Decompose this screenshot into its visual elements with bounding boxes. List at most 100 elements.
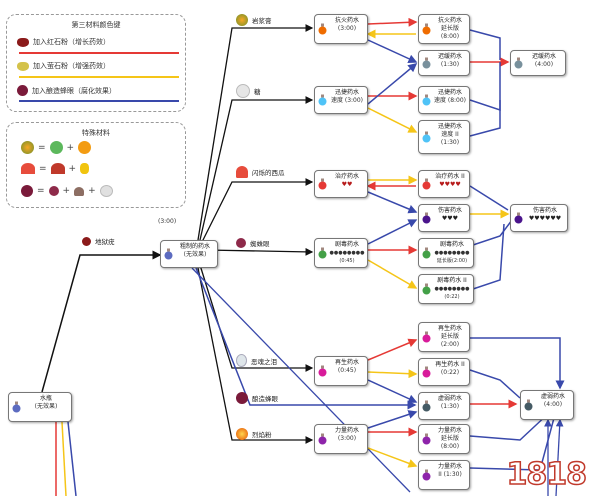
equals-symbol: = (38, 142, 46, 153)
node-weakness: 虚弱药水 (1:30) (418, 392, 470, 420)
node-detail: (4:00) (534, 61, 554, 68)
node-detail: 延长版(8:00) (440, 25, 460, 40)
node-title: 迅捷药水 (437, 123, 462, 130)
potion-bottle-icon (318, 23, 327, 35)
legend-glowstone-line (19, 76, 179, 78)
fermented-eye-icon (17, 85, 28, 96)
potion-bottle-icon (318, 247, 327, 259)
potion-bottle-icon (12, 401, 21, 413)
plus-symbol-3: + (62, 186, 71, 196)
watermark-logo: 1818 (506, 456, 588, 493)
node-title: 迟缓药水 (531, 53, 556, 60)
node-title: 剧毒药水 (334, 241, 359, 248)
legend-fermented: 加入酿造蜂眼（腐化效果） (17, 85, 116, 96)
node-title: 伤害药水 (532, 207, 557, 214)
ingredient-blaze-powder: 烈焰粉 (236, 428, 272, 440)
node-detail: (无效果) (183, 251, 207, 258)
potion-bottle-icon (422, 131, 431, 143)
ingredient-sugar: 糖 (236, 84, 261, 98)
node-detail: ♥♥♥♥♥♥ (528, 215, 562, 222)
magma-cream-icon (236, 14, 248, 26)
fermented-spider-eye-icon (21, 185, 33, 197)
node-healing: 治疗药水 ♥♥ (314, 170, 368, 198)
node-title: 虚弱药水 (540, 393, 565, 400)
sugar-label: 糖 (254, 88, 261, 96)
node-detail: ●●●●●●●● (0:22) (434, 286, 470, 300)
legend-third-title: 第三材料颜色键 (71, 21, 121, 29)
equals-symbol-3: = (37, 186, 45, 196)
node-awkward-potion: 粗制的药水 (无效果) (160, 240, 218, 268)
node-title: 伤害药水 (437, 207, 462, 214)
ingredient-spider-eye: 蜘蛛眼 (236, 238, 270, 248)
glistering-melon-icon (236, 166, 248, 178)
legend-fermented-label: 加入酿造蜂眼（腐化效果） (32, 86, 116, 95)
node-water-bottle: 水瓶 (无效果) (8, 392, 72, 422)
node-title: 迅捷药水 (437, 89, 462, 96)
node-title: 治疗药水 II (435, 173, 465, 180)
ghast-tear-icon (236, 354, 247, 367)
node-swiftness: 迅捷药水 速度 (3:00) (314, 86, 368, 114)
potion-bottle-icon (318, 178, 327, 190)
mushroom-icon (74, 186, 85, 196)
node-detail: (3:00) (337, 25, 357, 32)
node-harming: 伤害药水 ♥♥♥ (418, 204, 470, 232)
ghast-tear-label: 恶魂之泪 (251, 357, 277, 366)
node-detail: 速度 (8:00) (433, 97, 467, 104)
legend-redstone: 加入红石粉（增长药效） (17, 37, 110, 47)
recipe-row-2: = + (21, 163, 90, 174)
potion-bottle-icon (318, 365, 327, 377)
glistering-melon-icon (21, 163, 35, 174)
node-strength-extended: 力量药水 延长版(8:00) (418, 424, 470, 454)
magma-cream-label: 岩浆膏 (252, 17, 272, 25)
node-strength-ii: 力量药水 II (1:30) (418, 460, 470, 490)
node-poison: 剧毒药水 ●●●●●●●● (0:45) (314, 238, 368, 268)
node-title: 抗火药水 (334, 17, 359, 24)
recipe-row-3: = + + (21, 185, 113, 197)
node-detail: ♥♥♥♥ (439, 181, 461, 188)
spider-eye-label: 蜘蛛眼 (250, 240, 270, 248)
node-title: 剧毒药水 II (437, 277, 467, 284)
node-title: 迅捷药水 (334, 89, 359, 96)
magma-cream-icon (21, 141, 34, 154)
plus-symbol-2: + (68, 163, 77, 174)
node-title: 治疗药水 (334, 173, 359, 180)
potion-bottle-icon (422, 94, 431, 106)
node-detail: (3:00) (337, 435, 357, 442)
node-weakness-extended: 虚弱药水 (4:00) (520, 390, 574, 420)
node-detail: ●●●●●●●● 延长版(2:00) (434, 250, 470, 264)
node-title: 再生药水 II (435, 361, 465, 368)
potion-bottle-icon (422, 283, 431, 295)
node-regeneration-extended: 再生药水 延长版(2:00) (418, 322, 470, 352)
node-title: 力量药水 (437, 463, 462, 470)
node-title: 抗火药水 (437, 17, 462, 24)
blaze-powder-icon (78, 141, 92, 154)
legend-special-title: 特殊材料 (82, 129, 110, 137)
node-title: 剧毒药水 (439, 241, 464, 248)
legend-redstone-line (19, 52, 179, 54)
nether-wart-label: 地狱疣 (95, 238, 115, 246)
gold-nugget-icon (80, 163, 90, 174)
fermented-spider-eye-label: 酿造蜂眼 (252, 395, 278, 403)
node-title: 力量药水 (437, 427, 462, 434)
node-detail: II (1:30) (438, 471, 462, 478)
legend-special-materials: 特殊材料 = + = + = + + (6, 122, 186, 208)
legend-glowstone: 加入萤石粉（增强药效） (17, 61, 110, 71)
potion-bottle-icon (422, 433, 431, 445)
potion-bottle-icon (514, 57, 523, 69)
node-slowness-extended: 迟缓药水 (4:00) (510, 50, 566, 76)
ingredient-glistering-melon: 闪烁的西瓜 (236, 166, 285, 178)
node-title: 再生药水 (334, 359, 359, 366)
edge-water-awkward (41, 250, 162, 393)
node-fire-resistance: 抗火药水 (3:00) (314, 14, 368, 44)
node-detail: 速度 (3:00) (330, 97, 364, 104)
node-regeneration: 再生药水 (0:45) (314, 356, 368, 386)
node-title: 力量药水 (334, 427, 359, 434)
equals-symbol-2: = (39, 163, 47, 174)
ingredient-magma-cream: 岩浆膏 (236, 14, 272, 26)
plus-symbol: + (66, 142, 75, 153)
redstone-icon (17, 37, 29, 47)
node-slowness: 迟缓药水 (1:30) (418, 50, 470, 76)
potion-bottle-icon (422, 366, 431, 378)
node-fire-resistance-extended: 抗火药水 延长版(8:00) (418, 14, 470, 44)
